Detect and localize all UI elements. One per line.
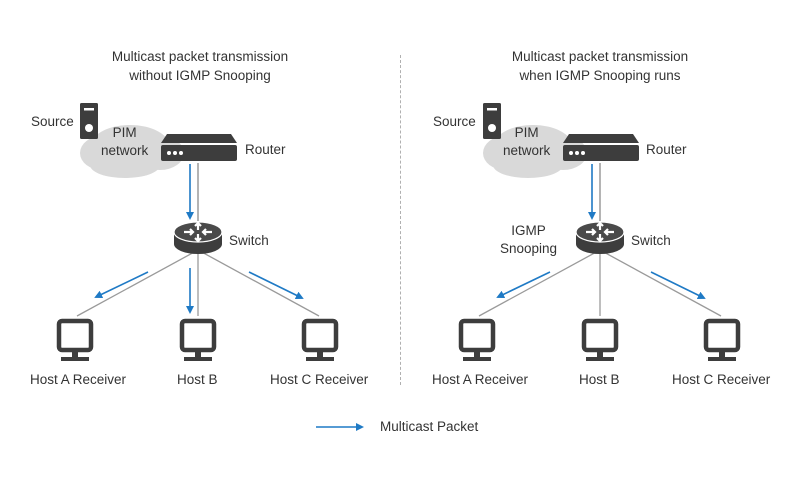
host-a-label: Host A Receiver [432, 372, 529, 387]
left-title-line1: Multicast packet transmission [111, 49, 289, 64]
right-panel-title: Multicast packet transmission when IGMP … [490, 47, 710, 85]
router-icon [563, 134, 639, 161]
source-server-icon [483, 103, 501, 139]
packet-arrow-host-c [650, 271, 706, 299]
host-b-monitor-icon [182, 321, 214, 361]
cloud-label-line2: network [503, 143, 551, 158]
router-icon [161, 134, 237, 161]
panel-divider [400, 55, 401, 385]
switch-icon [574, 220, 626, 256]
host-b-label: Host B [177, 372, 218, 387]
cloud-label: PIM network [101, 124, 148, 160]
host-c-label: Host C Receiver [672, 372, 771, 387]
right-title-line2: when IGMP Snooping runs [519, 68, 681, 83]
cloud-label-line2: network [101, 143, 149, 158]
link-host-a [478, 249, 601, 317]
router-label: Router [646, 142, 687, 157]
packet-arrow-host-a [496, 271, 551, 299]
host-a-monitor-icon [461, 321, 493, 361]
right-title-line1: Multicast packet transmission [511, 49, 689, 64]
host-a-label: Host A Receiver [30, 372, 127, 387]
cloud-label-line1: PIM [514, 125, 539, 140]
left-panel [59, 103, 336, 361]
host-c-label: Host C Receiver [270, 372, 369, 387]
left-panel-title: Multicast packet transmission without IG… [90, 47, 310, 85]
igmp-snooping-annotation: IGMP Snooping [500, 222, 557, 258]
switch-icon [172, 220, 224, 256]
link-host-c [197, 249, 320, 317]
left-title-line2: without IGMP Snooping [129, 68, 271, 83]
host-c-monitor-icon [706, 321, 738, 361]
cloud-label-line1: PIM [112, 125, 137, 140]
cloud-label: PIM network [503, 124, 550, 160]
right-panel [461, 103, 738, 361]
host-c-monitor-icon [304, 321, 336, 361]
legend-label: Multicast Packet [380, 419, 479, 434]
igmp-annotation-line2: Snooping [500, 241, 558, 256]
source-server-icon [80, 103, 98, 139]
link-host-a [76, 249, 199, 317]
host-b-label: Host B [579, 372, 620, 387]
switch-label: Switch [229, 233, 269, 248]
packet-arrow-host-a [94, 271, 149, 299]
host-b-monitor-icon [584, 321, 616, 361]
host-a-monitor-icon [59, 321, 91, 361]
source-label: Source [433, 114, 476, 129]
source-label: Source [31, 114, 74, 129]
link-host-c [599, 249, 722, 317]
router-label: Router [245, 142, 286, 157]
igmp-annotation-line1: IGMP [511, 223, 546, 238]
switch-label: Switch [631, 233, 671, 248]
packet-arrow-host-c [248, 271, 304, 299]
